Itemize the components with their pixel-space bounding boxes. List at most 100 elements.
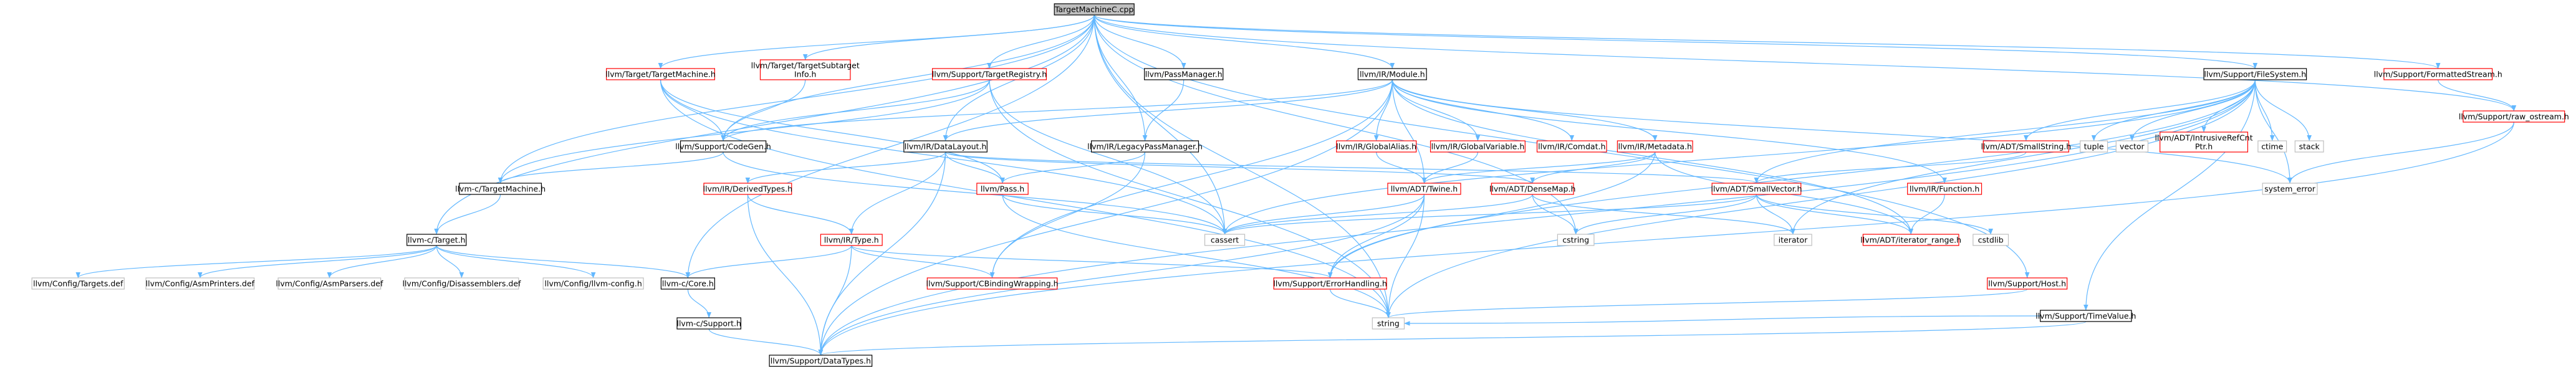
node-iterator-range[interactable]: llvm/ADT/iterator_range.h (1860, 234, 1961, 246)
edge-ir_module-to-ir_function (1391, 79, 1947, 184)
node-label: llvm/Support/CodeGen.h (675, 142, 771, 151)
node-stack: stack (2294, 140, 2324, 153)
edge-root-to-ir_module (1093, 14, 1395, 69)
edge-ir_datalayout-to-small_vector (944, 151, 1759, 184)
node-box (1862, 234, 1959, 246)
node-label: llvm/IR/DerivedTypes.h (703, 184, 792, 194)
node-legacy-pass-manager[interactable]: llvm/IR/LegacyPassManager.h (1087, 140, 1203, 153)
node-target-machine[interactable]: llvm/Target/TargetMachine.h (605, 68, 716, 80)
node-root[interactable]: TargetMachineC.cpp (1054, 3, 1135, 16)
edge-target_machine-to-pass (660, 79, 1005, 184)
node-ir-type[interactable]: llvm/IR/Type.h (820, 234, 883, 246)
node-pass[interactable]: llvm/Pass.h (976, 183, 1029, 195)
node-box (1372, 317, 1405, 330)
node-ir-function[interactable]: llvm/IR/Function.h (1907, 183, 1982, 195)
edge-small_vector-to-cassert (1222, 194, 1757, 235)
edge-ir_module-to-cbinding_wrapping (989, 79, 1393, 279)
node-adt-ilist[interactable]: llvm/ADT/Twine.h (1387, 183, 1461, 195)
node-c-target[interactable]: llvm-c/Target.h (406, 234, 467, 246)
node-label: llvm/ADT/Twine.h (1391, 184, 1458, 194)
node-box (1982, 140, 2069, 153)
edge-ir_module-to-global_alias (1373, 79, 1393, 141)
node-metadata[interactable]: llvm/IR/Metadata.h (1617, 140, 1693, 153)
node-formatted-stream[interactable]: llvm/Support/FormattedStream.h (2374, 68, 2502, 80)
node-support-codegen[interactable]: llvm/Support/CodeGen.h (675, 140, 771, 153)
edge-ir_function-to-iterator_range (1908, 194, 1945, 235)
node-box (1357, 68, 1427, 80)
node-derived-types[interactable]: llvm/IR/DerivedTypes.h (703, 183, 792, 195)
node-raw-ostream[interactable]: llvm/Support/raw_ostream.h (2459, 110, 2569, 123)
edge-root-to-target_machine (658, 14, 1095, 69)
node-box (676, 317, 742, 330)
edge-file_system-to-ctime (2254, 79, 2275, 141)
node-support-host[interactable]: llvm/Support/Host.h (1987, 277, 2068, 290)
edge-file_system-to-small_string (2024, 79, 2256, 141)
edge-file_system-to-time_value (2083, 79, 2256, 311)
node-dense-map[interactable]: llvm/ADT/DenseMap.h (1489, 183, 1575, 195)
node-box (1204, 234, 1246, 246)
node-label: llvm/ADT/SmallVector.h (1711, 184, 1802, 194)
node-global-alias[interactable]: llvm/IR/GlobalAlias.h (1336, 140, 1417, 153)
node-label: llvm/Support/raw_ostream.h (2459, 112, 2569, 122)
edge-file_system-to-error_handling (1327, 79, 2256, 279)
node-error-handling[interactable]: llvm/Support/ErrorHandling.h (1273, 277, 1387, 290)
node-label: system_error (2264, 184, 2316, 194)
node-file-system[interactable]: llvm/Support/FileSystem.h (2203, 68, 2307, 80)
node-time-value[interactable]: llvm/Support/TimeValue.h (2035, 310, 2136, 322)
node-box (1387, 183, 1461, 195)
node-ir-module[interactable]: llvm/IR/Module.h (1357, 68, 1427, 80)
edge-raw_ostream-to-data_types (818, 122, 2514, 356)
node-box (926, 277, 1058, 290)
edge-target_subtarget-to-support_codegen (721, 79, 806, 141)
node-label: llvm/Support/TargetRegistry.h (932, 70, 1047, 79)
node-box (1336, 140, 1417, 153)
node-label: llvm/IR/GlobalVariable.h (1431, 142, 1525, 151)
edge-target_machine-to-support_codegen (660, 79, 726, 141)
node-label: llvm/Support/CBindingWrapping.h (926, 279, 1059, 288)
node-data-types[interactable]: llvm/Support/DataTypes.h (769, 355, 873, 367)
edge-c_target-to-config_disassemblers (436, 245, 464, 279)
node-label: llvm/Config/AsmPrinters.def (146, 279, 255, 288)
node-ir-datalayout[interactable]: llvm/IR/DataLayout.h (903, 140, 988, 153)
node-comdat[interactable]: llvm/IR/Comdat.h (1536, 140, 1607, 153)
node-small-vector[interactable]: llvm/ADT/SmallVector.h (1711, 183, 1802, 195)
node-c-support[interactable]: llvm-c/Support.h (676, 317, 742, 330)
edge-root-to-raw_ostream (1093, 14, 2516, 112)
node-label: llvm-c/TargetMachine.h (455, 184, 545, 194)
node-box (2294, 140, 2324, 153)
node-label: llvm/Target/TargetSubtarget (751, 61, 860, 70)
edge-metadata-to-adt_ilist (1421, 151, 1656, 184)
node-box (2080, 140, 2108, 153)
node-c-core[interactable]: llvm-c/Core.h (660, 277, 715, 290)
edge-support_codegen-to-cassert (723, 151, 1228, 235)
edge-target_machine-to-string (660, 79, 1391, 318)
node-cassert: cassert (1204, 234, 1246, 246)
edge-file_system-to-iterator (1790, 79, 2256, 235)
node-label: llvm/IR/Metadata.h (1618, 142, 1692, 151)
edge-dense_map-to-cstring (1532, 194, 1579, 235)
node-c-target-machine[interactable]: llvm-c/TargetMachine.h (455, 183, 545, 195)
edge-ir_module-to-system_error (1391, 79, 2292, 184)
edge-global_alias-to-adt_ilist (1376, 151, 1427, 184)
node-label: llvm-c/Target.h (408, 236, 466, 245)
node-label: llvm/Support/FormattedStream.h (2374, 70, 2502, 79)
edge-root-to-file_system (1093, 14, 2257, 69)
edge-target_machine-to-cassert (660, 79, 1228, 235)
node-small-string[interactable]: llvm/ADT/SmallString.h (1981, 140, 2072, 153)
edge-small_vector-to-iterator_range (1756, 194, 1913, 235)
node-global-variable[interactable]: llvm/IR/GlobalVariable.h (1430, 140, 1526, 153)
node-pass-manager[interactable]: llvm/PassManager.h (1144, 68, 1224, 80)
edge-ir_type-to-error_handling (851, 245, 1333, 279)
edge-derived_types-to-data_types (747, 194, 824, 356)
edges-layer (75, 14, 2517, 356)
edge-ir_module-to-support_codegen (721, 79, 1393, 141)
node-box (542, 277, 644, 290)
node-label: llvm/ADT/SmallString.h (1981, 142, 2072, 151)
edge-dense_map-to-iterator (1532, 194, 1795, 235)
node-box (1907, 183, 1982, 195)
edge-ir_module-to-comdat (1391, 79, 1575, 141)
node-target-registry[interactable]: llvm/Support/TargetRegistry.h (932, 68, 1047, 80)
node-cbinding-wrapping[interactable]: llvm/Support/CBindingWrapping.h (926, 277, 1059, 290)
